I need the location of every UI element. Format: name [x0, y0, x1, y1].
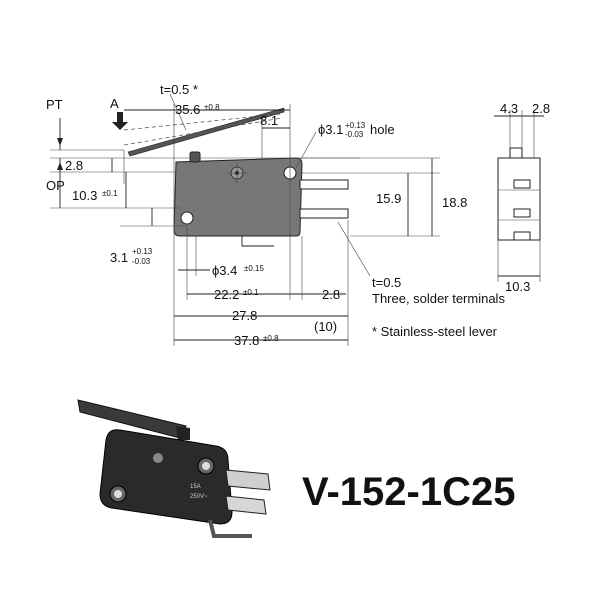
front-view	[50, 93, 440, 346]
dim-3-1: 3.1	[110, 250, 128, 265]
label-t-lever: t=0.5 *	[160, 82, 198, 97]
hole-prefix: ϕ3.1	[318, 122, 343, 137]
hole-tol-upper: +0.13	[345, 121, 366, 130]
tol-3-1-upper: +0.13	[132, 247, 153, 256]
force-arrow	[112, 112, 128, 130]
model-name: V-152-1C25	[302, 470, 515, 514]
terminal-mid	[299, 208, 349, 219]
label-pt: PT	[46, 97, 63, 112]
dim-37-8: 37.8	[234, 333, 259, 348]
label-op: OP	[46, 178, 65, 193]
dim-22-2: 22.2	[214, 287, 239, 302]
tol-3-4: ±0.15	[244, 264, 265, 273]
lever	[127, 107, 285, 157]
lever-dashed	[123, 113, 281, 131]
hole-tol-lower: -0.03	[345, 130, 364, 139]
dim-18-8: 18.8	[442, 195, 467, 210]
mounting-hole-left	[180, 211, 194, 225]
side-dim-10-3: 10.3	[505, 279, 530, 294]
tol-22-2: ±0.1	[243, 288, 259, 297]
dim-10: (10)	[314, 319, 337, 334]
side-view	[494, 110, 544, 282]
plunger	[189, 151, 201, 163]
tol-10-3: ±0.1	[102, 189, 118, 198]
photo-switch-body	[99, 429, 233, 525]
photo-marking-voltage: 250V~	[190, 494, 208, 500]
dim-10-3: 10.3	[72, 188, 97, 203]
photo-marking-rating: 15A	[190, 484, 201, 490]
terminal-note: Three, solder terminals	[372, 291, 505, 306]
switch-body	[173, 157, 303, 237]
side-dim-2-8: 2.8	[532, 101, 550, 116]
tol-35-6: ±0.8	[204, 103, 220, 112]
dim-27-8: 27.8	[232, 308, 257, 323]
tol-37-8: ±0.8	[263, 334, 279, 343]
tol-3-1-lower: -0.03	[132, 257, 151, 266]
side-dim-4-3: 4.3	[500, 101, 518, 116]
lever-note: * Stainless-steel lever	[372, 324, 498, 339]
hole-suffix: hole	[370, 122, 395, 137]
product-photo: 15A 250V~	[77, 399, 271, 538]
dim-3-4: ϕ3.4	[212, 263, 237, 278]
terminal-top	[299, 179, 349, 190]
dim-15-9: 15.9	[376, 191, 401, 206]
label-t-terminal: t=0.5	[372, 275, 401, 290]
side-body	[497, 157, 541, 241]
dim-8-1: 8.1	[260, 113, 278, 128]
label-a: A	[110, 96, 119, 111]
terminal-bottom	[241, 236, 274, 247]
dim-2-8-left: 2.8	[65, 158, 83, 173]
dim-2-8-bottom: 2.8	[322, 287, 340, 302]
dim-35-6: 35.6	[175, 102, 200, 117]
